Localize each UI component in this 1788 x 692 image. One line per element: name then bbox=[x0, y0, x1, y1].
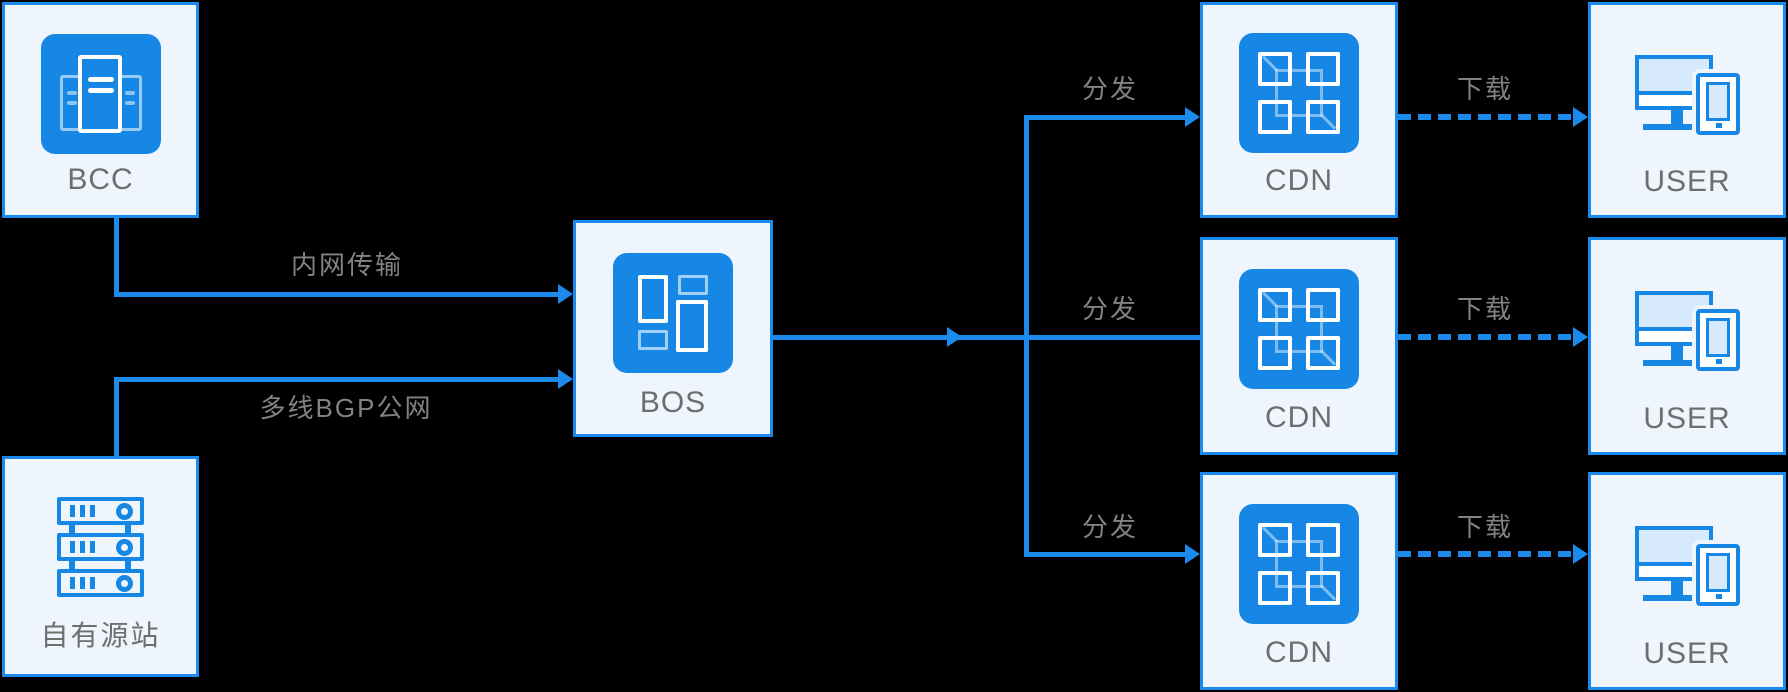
edge-label-distribute-3: 分发 bbox=[1081, 512, 1138, 542]
edge-label-download-2: 下载 bbox=[1456, 294, 1513, 324]
devices-icon bbox=[1634, 53, 1740, 145]
edge-origin-to-bos-line bbox=[114, 377, 559, 382]
cdn-cube-icon bbox=[1239, 33, 1359, 153]
edge-distribute-line-1 bbox=[1024, 115, 1186, 120]
edge-bcc-to-bos-line bbox=[114, 292, 559, 297]
edge-download-line-3 bbox=[1398, 551, 1574, 557]
node-label-cdn-2: CDN bbox=[1265, 401, 1333, 434]
node-cdn-3: CDN bbox=[1200, 472, 1398, 690]
cdn-cube-icon bbox=[1239, 269, 1359, 389]
node-label-user-2: USER bbox=[1643, 402, 1731, 435]
edge-distribute-line-2 bbox=[1024, 335, 1200, 340]
node-user-1: USER bbox=[1588, 2, 1786, 218]
edge-bos-out-line bbox=[773, 335, 1029, 340]
edge-download-line-1 bbox=[1398, 114, 1574, 120]
edge-download-line-2 bbox=[1398, 334, 1574, 340]
arrowhead-download-3 bbox=[1573, 544, 1588, 564]
arrowhead-download-1 bbox=[1573, 107, 1588, 127]
node-bcc: BCC bbox=[2, 2, 199, 218]
phone-icon bbox=[1695, 73, 1740, 135]
server-front-panel bbox=[77, 55, 122, 133]
object-storage-icon bbox=[613, 253, 733, 373]
edge-distribute-line-3 bbox=[1024, 552, 1186, 557]
node-cdn-1: CDN bbox=[1200, 2, 1398, 218]
edge-label-download-1: 下载 bbox=[1456, 74, 1513, 104]
node-label-bos: BOS bbox=[639, 386, 707, 419]
edge-origin-up-line bbox=[114, 379, 119, 457]
cdn-cube-icon bbox=[1239, 504, 1359, 624]
node-origin: 自有源站 bbox=[2, 456, 199, 677]
edge-label-download-3: 下载 bbox=[1456, 512, 1513, 542]
edge-label-distribute-2: 分发 bbox=[1081, 294, 1138, 324]
node-label-user-3: USER bbox=[1643, 637, 1731, 670]
server-rack-icon bbox=[57, 497, 144, 597]
node-label-origin: 自有源站 bbox=[40, 620, 161, 651]
arrowhead-distribute-3 bbox=[1185, 544, 1200, 564]
arrowhead-origin-to-bos bbox=[558, 369, 573, 389]
arrowhead-bos-out bbox=[947, 327, 962, 347]
node-label-bcc: BCC bbox=[67, 163, 134, 196]
node-bos: BOS bbox=[573, 220, 773, 437]
node-label-user-1: USER bbox=[1643, 165, 1731, 198]
node-label-cdn-3: CDN bbox=[1265, 636, 1333, 669]
edge-label-intranet: 内网传输 bbox=[290, 250, 403, 280]
phone-icon bbox=[1695, 544, 1740, 606]
phone-icon bbox=[1695, 309, 1740, 371]
arrowhead-download-2 bbox=[1573, 327, 1588, 347]
edge-label-bgp: 多线BGP公网 bbox=[259, 393, 433, 423]
arrowhead-distribute-1 bbox=[1185, 107, 1200, 127]
devices-icon bbox=[1634, 524, 1740, 616]
node-cdn-2: CDN bbox=[1200, 237, 1398, 455]
compute-server-icon bbox=[40, 34, 161, 154]
devices-icon bbox=[1634, 289, 1740, 381]
edge-label-distribute-1: 分发 bbox=[1081, 74, 1138, 104]
node-label-cdn-1: CDN bbox=[1265, 164, 1333, 197]
node-user-2: USER bbox=[1588, 237, 1786, 455]
arrowhead-bcc-to-bos bbox=[558, 284, 573, 304]
edge-bcc-down-line bbox=[114, 216, 119, 296]
node-user-3: USER bbox=[1588, 472, 1786, 690]
